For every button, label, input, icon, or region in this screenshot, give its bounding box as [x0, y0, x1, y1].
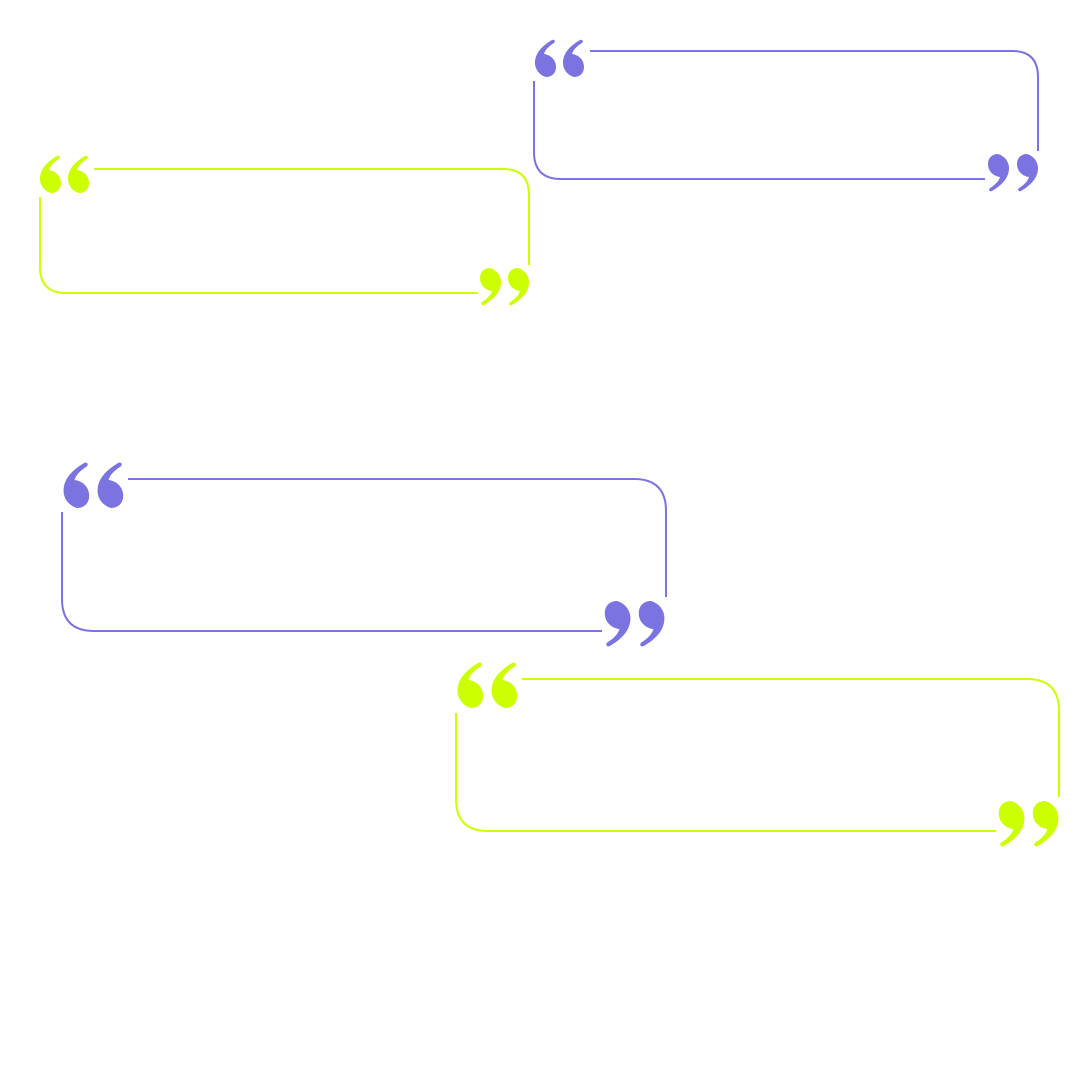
close-quote-icon: [480, 268, 529, 306]
frame-border: [533, 50, 1039, 180]
quote-frame-1: [533, 39, 1039, 192]
close-quote-icon: [604, 601, 665, 647]
open-quote-icon: [63, 462, 124, 508]
close-quote-icon: [988, 154, 1038, 192]
frame-border: [61, 478, 667, 632]
close-quote-icon: [998, 801, 1059, 847]
quote-frame-3: [61, 462, 667, 647]
frame-border: [455, 678, 1060, 832]
open-quote-icon: [40, 155, 89, 193]
frame-border: [39, 168, 530, 294]
quote-frame-2: [39, 155, 530, 306]
quote-frame-4: [455, 662, 1060, 847]
open-quote-icon: [457, 662, 518, 708]
open-quote-icon: [535, 39, 584, 77]
